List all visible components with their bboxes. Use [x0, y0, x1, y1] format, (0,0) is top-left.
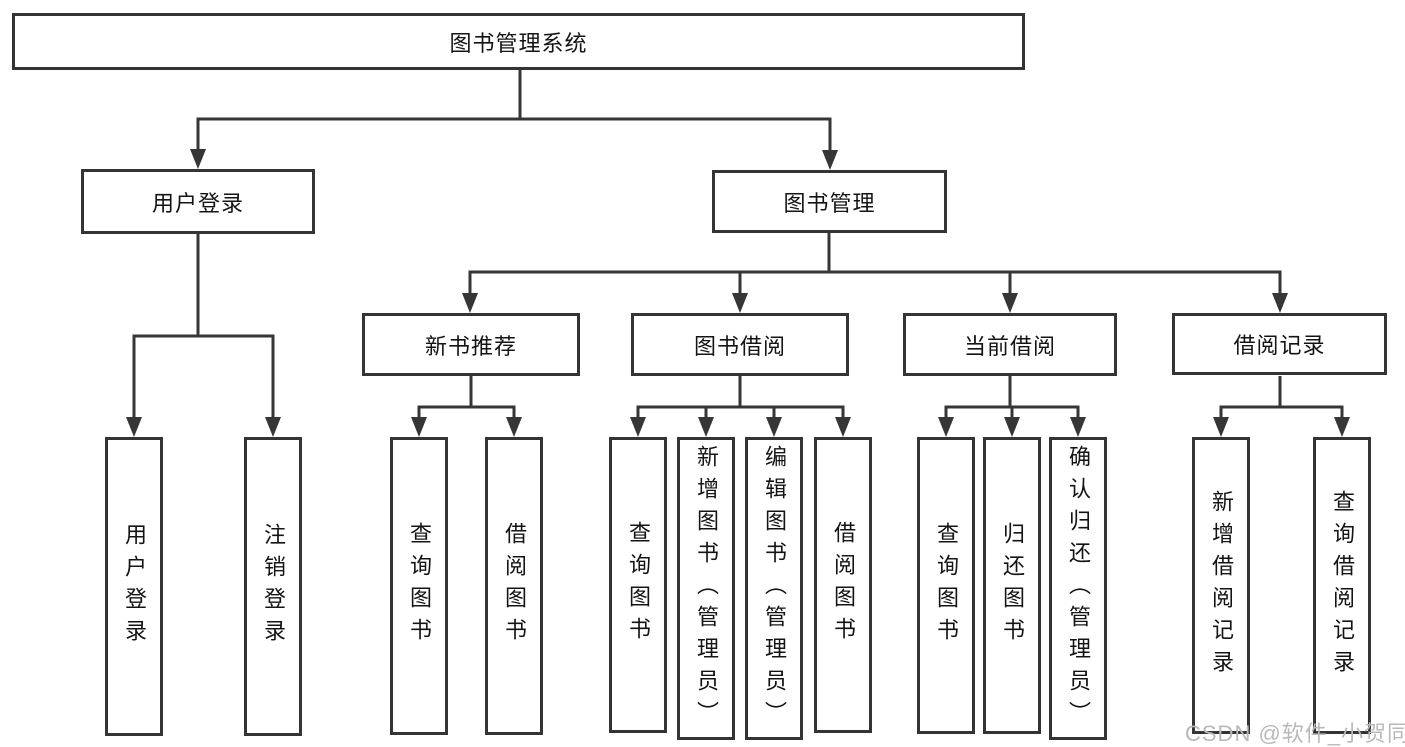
node-borrow-records: 借阅记录 — [1172, 313, 1387, 375]
arrowhead-icon — [265, 417, 281, 437]
arrowhead-icon — [462, 293, 478, 313]
leaf-add-books-admin: 新增图书（管理员） — [677, 437, 735, 740]
connector-level3-rail — [468, 270, 1282, 299]
connector-level2-rail — [196, 117, 832, 154]
arrowhead-icon — [506, 417, 522, 437]
arrowhead-icon — [190, 149, 206, 169]
leaf-user-login: 用户登录 — [105, 437, 163, 736]
connector-recommend-rail — [417, 405, 516, 423]
node-current-borrow: 当前借阅 — [903, 313, 1117, 376]
arrowhead-icon — [630, 417, 646, 437]
leaf-borrow-books-recommend: 借阅图书 — [485, 437, 543, 735]
arrowhead-icon — [732, 293, 748, 313]
leaf-query-books-recommend: 查询图书 — [390, 437, 448, 735]
arrowhead-icon — [126, 417, 142, 437]
arrowhead-icon — [1002, 293, 1018, 313]
arrowhead-icon — [1334, 417, 1350, 437]
leaf-confirm-return-admin: 确认归还（管理员） — [1049, 437, 1107, 740]
leaf-query-books-current: 查询图书 — [917, 437, 975, 734]
csdn-watermark: CSDN @软件_小贺同学 — [1185, 721, 1405, 746]
node-book-borrow: 图书借阅 — [631, 313, 849, 376]
leaf-query-borrow-record: 查询借阅记录 — [1313, 437, 1371, 734]
arrowhead-icon — [835, 417, 851, 437]
arrowhead-icon — [698, 417, 714, 437]
leaf-borrow-books-borrow: 借阅图书 — [814, 437, 872, 733]
arrowhead-icon — [411, 417, 427, 437]
leaf-edit-books-admin: 编辑图书（管理员） — [745, 437, 803, 740]
arrowhead-icon — [766, 417, 782, 437]
arrowhead-icon — [1213, 417, 1229, 437]
leaf-logout: 注销登录 — [244, 437, 302, 736]
leaf-query-books-borrow: 查询图书 — [609, 437, 667, 733]
connector-records-rail — [1219, 405, 1344, 423]
node-root: 图书管理系统 — [12, 13, 1025, 70]
node-book-management: 图书管理 — [712, 170, 947, 233]
connector-borrow-rail — [636, 405, 845, 423]
node-user-login: 用户登录 — [81, 169, 315, 234]
arrowhead-icon — [1004, 417, 1020, 437]
leaf-return-books: 归还图书 — [983, 437, 1041, 734]
arrowhead-icon — [1272, 293, 1288, 313]
connector-userlogin-rail — [132, 334, 275, 423]
arrowhead-icon — [1070, 417, 1086, 437]
leaf-add-borrow-record: 新增借阅记录 — [1192, 437, 1250, 734]
node-new-book-recommend: 新书推荐 — [362, 313, 580, 376]
arrowhead-icon — [938, 417, 954, 437]
arrowhead-icon — [822, 150, 838, 170]
